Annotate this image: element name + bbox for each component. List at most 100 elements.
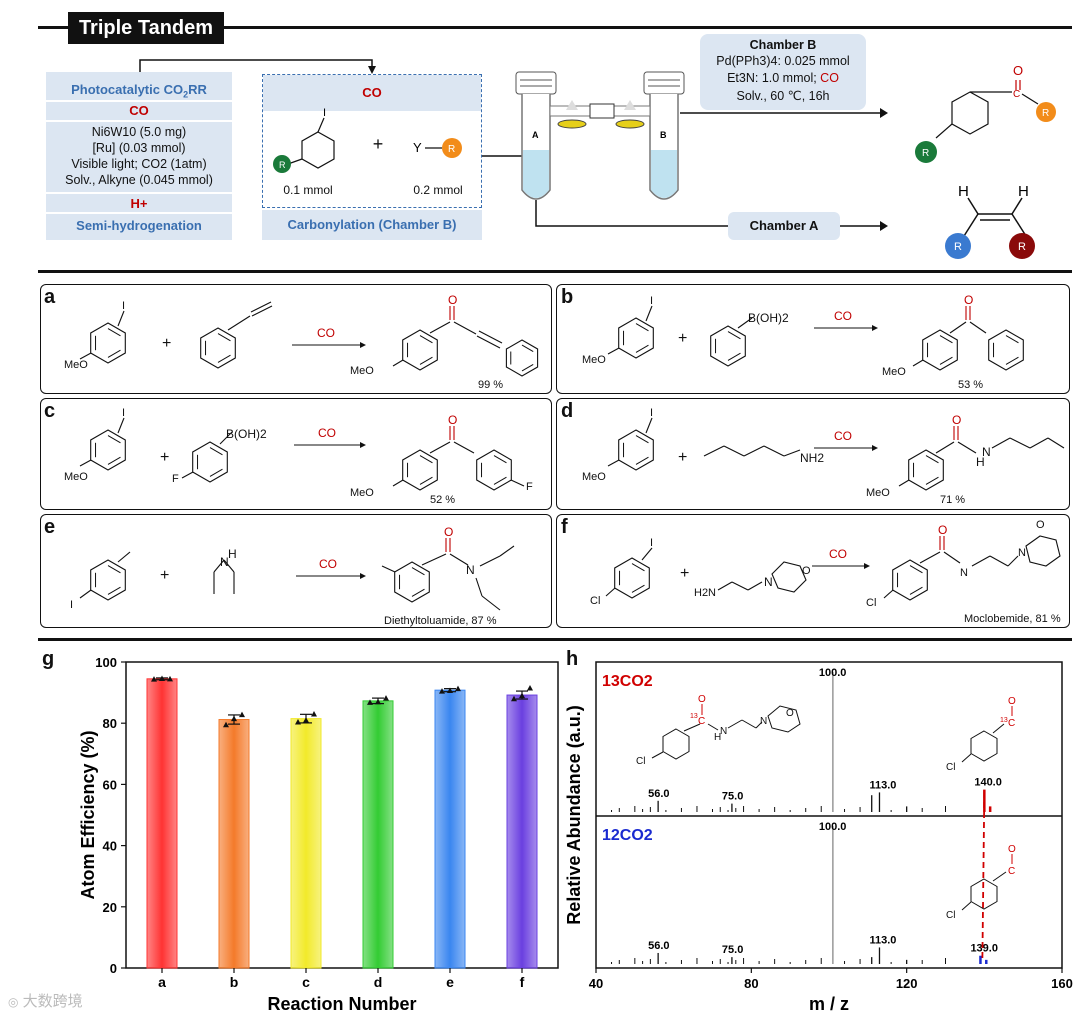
g-point: [367, 699, 373, 705]
b-prod-c2: [969, 321, 987, 334]
alkene-r-blue-text: R: [954, 241, 962, 253]
h-peak-label: 113.0: [869, 934, 896, 946]
c-meo: MeO: [64, 471, 88, 483]
a-alkyne3: [250, 301, 272, 313]
g-point: [455, 685, 461, 692]
e-arrowhead: [360, 573, 366, 579]
photocat-bottom: Semi-hydrogenation: [76, 218, 202, 233]
d-nh2: NH2: [800, 451, 824, 465]
h-mol-o2: O: [786, 708, 794, 719]
b-ring-bond: [727, 352, 741, 361]
g-point: [527, 685, 533, 691]
r-green-text: R: [279, 160, 286, 170]
c-prod-f: F: [526, 481, 533, 493]
h-mol-c: [683, 723, 701, 732]
b-sm-ring-bond: [635, 323, 649, 332]
g-xtick-label: e: [446, 974, 454, 990]
h-frag2-ring: [970, 878, 998, 910]
h-peak-label: 100.0: [819, 821, 847, 833]
f-o: O: [938, 523, 947, 537]
vessel-b: B: [660, 130, 667, 140]
product-alkene: [963, 197, 1027, 237]
h-frag1-13: 13: [1000, 717, 1008, 724]
d-prod-ome: [898, 479, 910, 487]
b-meo: MeO: [582, 354, 606, 366]
e-yield: Diethyltoluamide, 87 %: [384, 615, 497, 627]
g-xtick-label: a: [158, 974, 166, 990]
a-prod-c: [429, 321, 451, 334]
reaction-panel-b: [556, 284, 1070, 394]
e-prod-ring-bond: [411, 588, 425, 597]
f-ring: [614, 557, 650, 599]
h-series-name: 12CO2: [602, 827, 653, 844]
photocatalytic-box: Photocatalytic CO2RR CO Ni6W10 (5.0 mg) …: [46, 72, 232, 240]
d-plus: +: [678, 449, 687, 466]
label-f: f: [561, 516, 568, 538]
d-prod-chain: [1029, 437, 1049, 449]
f-prod-n2: N: [1018, 547, 1026, 559]
h-mol-cl-text: Cl: [636, 756, 645, 767]
d-chain: [743, 445, 765, 457]
h-peak-label: 56.0: [648, 788, 669, 800]
h-dashed-link: [981, 791, 986, 959]
d-sm-ring: [618, 429, 654, 471]
a-sm-i-bond: [117, 310, 125, 327]
c-prod-ring: [402, 449, 438, 491]
photocat-conditions: Ni6W10 (5.0 mg) [Ru] (0.03 mmol) Visible…: [65, 125, 213, 187]
reaction-panel-f: [556, 514, 1070, 628]
h-frag1-c-text: C: [1008, 718, 1015, 729]
a-phenyl-bond: [217, 354, 231, 363]
c-prod-ring2-bond: [493, 476, 507, 485]
g-bar-b: [218, 719, 250, 969]
c-prod-ome: [392, 479, 404, 487]
f-prod-c: [919, 551, 941, 564]
g-xtick-label: c: [302, 974, 310, 990]
f-ch3: [747, 581, 763, 591]
d-sm-ome-bond: [607, 459, 620, 467]
a-plus: +: [162, 335, 171, 352]
e-prod-et4: [481, 595, 501, 611]
alkene-r-blue: [945, 233, 971, 259]
e-prod-et2: [499, 545, 515, 557]
a-prod-ring-bond: [419, 335, 433, 344]
d-prod-ring-bond: [925, 476, 939, 485]
vessel-a: A: [532, 130, 539, 140]
b-sm-ring: [618, 317, 654, 359]
b-prod-ph: [988, 329, 1024, 371]
d-prod-chain: [991, 437, 1011, 449]
c-reagent: CO: [318, 426, 336, 440]
g-ytick-label: 0: [110, 961, 117, 976]
g-point: [439, 688, 445, 694]
h-frag1-c: [992, 723, 1005, 734]
b-yield: 53 %: [958, 379, 983, 391]
chamber-b-box: Chamber B Pd(PPh3)4: 0.025 mmol Et3N: 1.…: [700, 34, 866, 110]
f-morpholine: [771, 561, 807, 593]
r-orange-circle: [442, 138, 462, 158]
b-sm-i-bond: [645, 305, 653, 322]
h-mol-c-text: C: [698, 716, 705, 727]
g-bar-a: [146, 678, 178, 969]
g-point: [447, 687, 453, 693]
f-prod-n: N: [960, 567, 968, 579]
h-peak-label: 140.0: [974, 777, 1002, 789]
h-ylabel: Relative Abundance (a.u.): [564, 705, 584, 924]
c-prod-ring-bond: [419, 455, 433, 464]
e-i: I: [70, 599, 73, 611]
c-sm-ring-bond: [107, 456, 121, 465]
a-prod-yne3: [478, 330, 503, 344]
h-frag2-c-text: C: [1008, 866, 1015, 877]
a-prod-ring: [402, 329, 438, 371]
a-o: O: [448, 293, 457, 307]
e-i-bond: [79, 589, 92, 599]
b-prod-ph-bond: [1005, 335, 1019, 344]
e-ring: [90, 559, 126, 601]
c-prod-c2: [453, 441, 475, 454]
a-phenyl-bond: [217, 333, 231, 342]
g-point: [375, 698, 381, 705]
b-prod-ph-bond: [1005, 356, 1019, 365]
c-f: F: [172, 473, 179, 485]
h-series-name: 13CO2: [602, 673, 653, 690]
middle-rule: [38, 270, 1072, 273]
